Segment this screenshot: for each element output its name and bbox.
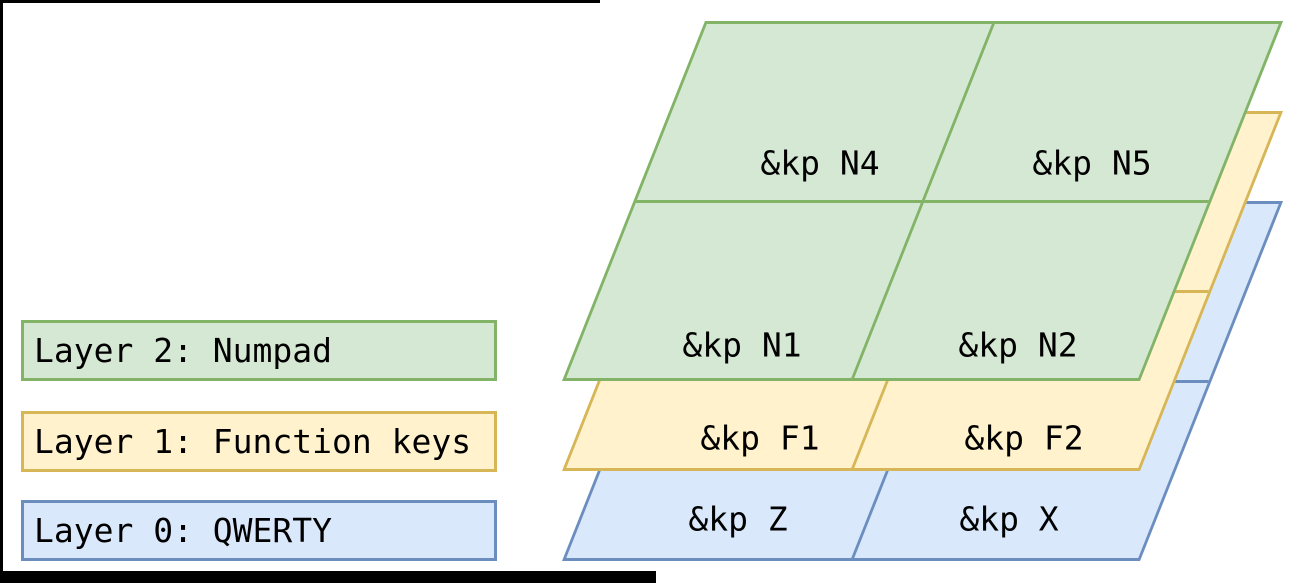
legend-layer-0-qwerty: Layer 0: QWERTY	[21, 500, 497, 561]
canvas-border-top	[0, 0, 600, 3]
canvas-border-bottom	[0, 571, 656, 583]
legend-layer-2-numpad: Layer 2: Numpad	[21, 320, 497, 381]
keybinding-numpad-n4: &kp N4	[760, 143, 880, 183]
keybinding-qwerty-z: &kp Z	[688, 499, 788, 539]
keybinding-function-f1: &kp F1	[700, 418, 820, 458]
keybinding-numpad-n1: &kp N1	[682, 325, 802, 365]
legend-layer-1-function-keys: Layer 1: Function keys	[21, 411, 497, 472]
legend-layer-2-label: Layer 2: Numpad	[34, 331, 333, 370]
keybinding-qwerty-x: &kp X	[959, 499, 1059, 539]
layer-numpad-row-divider	[635, 199, 1210, 203]
keybinding-function-f2: &kp F2	[964, 418, 1084, 458]
keybinding-numpad-n5: &kp N5	[1032, 143, 1152, 183]
keybinding-numpad-n2: &kp N2	[958, 325, 1078, 365]
legend-layer-1-label: Layer 1: Function keys	[34, 422, 472, 461]
canvas-border-left	[0, 0, 3, 583]
legend-layer-0-label: Layer 0: QWERTY	[34, 511, 333, 550]
